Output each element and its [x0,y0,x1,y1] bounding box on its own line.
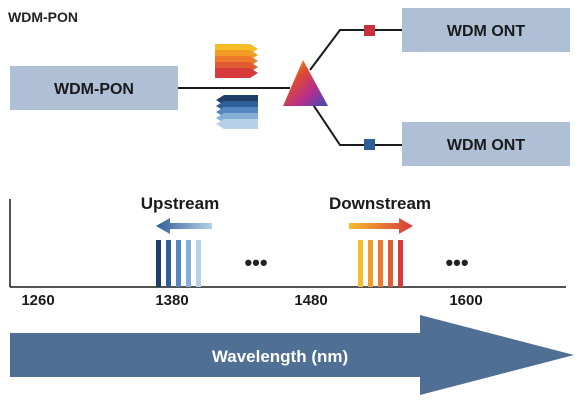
fiber-lines [178,29,402,146]
downstream-label: Downstream [329,194,431,213]
olt-box-label: WDM-PON [54,81,134,98]
ellipsis-mark-2: ••• [445,250,468,275]
ont-box-2-shape [402,122,570,166]
downstream-spectrum-bar [388,240,393,287]
diagram-title: WDM-PON [8,9,78,25]
ont-box-2-label: WDM ONT [447,137,525,154]
upstream-stack-arrow [216,119,258,129]
downstream-wavelength-stack [215,44,258,78]
downstream-spectrum-bar [368,240,373,287]
downstream-spectrum-bar [398,240,403,287]
wavelength-band-arrow [10,315,574,395]
upstream-wavelength-stack [216,95,258,129]
tick-label-3: 1480 [294,292,327,309]
upstream-spectrum-bar [156,240,161,287]
olt-box-shape [10,66,178,110]
tick-label-4: 1600 [449,292,482,309]
downstream-arrow-icon [349,218,413,234]
olt-box: WDM-PON [10,66,178,110]
ont-box-1-shape [402,8,570,52]
downstream-spectrum-bar [358,240,363,287]
prism-icon [283,60,328,106]
downstream-spectrum-bar [378,240,383,287]
upstream-spectrum-bar [196,240,201,287]
upstream-spectrum-bars [156,240,201,287]
upstream-arrow-icon [156,218,212,234]
wavelength-band-label: Wavelength (nm) [212,347,348,366]
ont-box-1-label: WDM ONT [447,23,525,40]
upstream-spectrum-bar [186,240,191,287]
ont-port-1 [364,25,375,36]
drop-fiber-line-2 [309,99,364,146]
drop-fiber-line-1 [309,29,364,71]
downstream-stack-arrow [215,68,258,78]
ont-port-2 [364,139,375,150]
spectrum-axis [9,199,566,288]
downstream-spectrum-bars [358,240,403,287]
tick-label-1: 1260 [21,292,54,309]
ont-box-2: WDM ONT [402,122,570,166]
upstream-spectrum-bar [176,240,181,287]
upstream-spectrum-bar [166,240,171,287]
tick-label-2: 1380 [155,292,188,309]
ellipsis-mark-1: ••• [244,250,267,275]
ont-box-1: WDM ONT [402,8,570,52]
upstream-label: Upstream [141,194,219,213]
